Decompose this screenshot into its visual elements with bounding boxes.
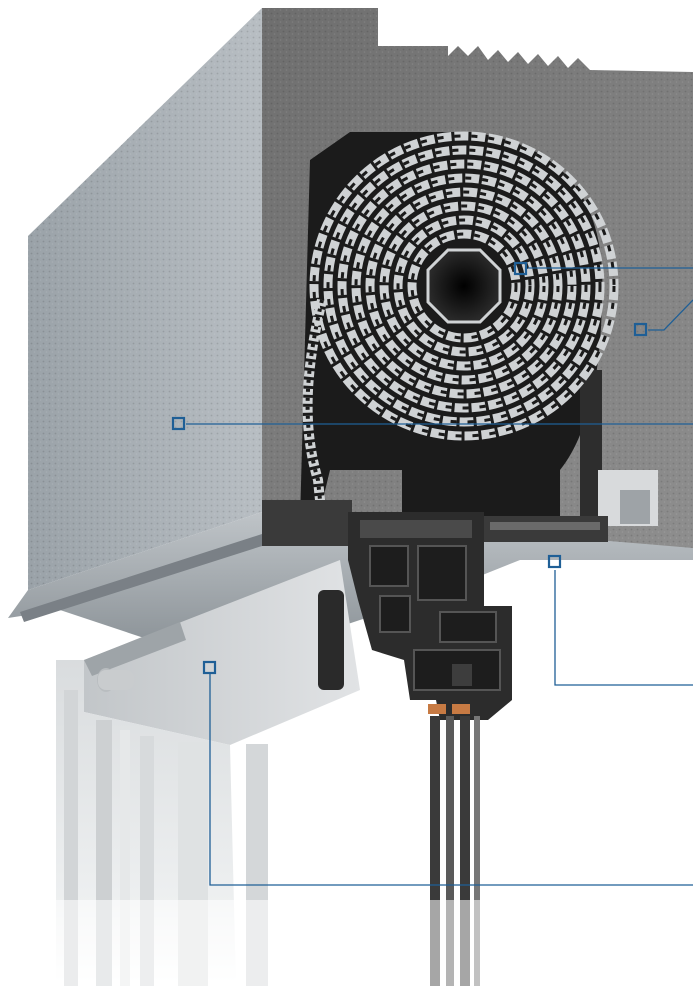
slat-ring-detail	[382, 204, 546, 368]
slat-ring-detail	[326, 148, 602, 424]
curtain-descent	[302, 298, 335, 601]
callout-markers	[171, 261, 648, 675]
square-marker-icon[interactable]	[633, 322, 648, 337]
side-foam-panel	[28, 8, 262, 590]
slat-ring-detail	[354, 176, 574, 396]
octagonal-shaft	[426, 248, 502, 324]
slat-ring-detail	[340, 162, 588, 410]
slat-ring-detail	[312, 134, 616, 438]
callout-line-insulation-block	[648, 299, 693, 331]
shutter-housing-cover	[84, 560, 360, 745]
slat-ring-detail	[368, 190, 560, 382]
square-marker-icon[interactable]	[171, 416, 186, 431]
square-marker-icon[interactable]	[202, 660, 217, 675]
callout-lines	[186, 267, 693, 886]
slat-ring-detail	[410, 232, 518, 340]
square-marker-icon[interactable]	[513, 261, 528, 276]
window-profile	[348, 512, 512, 720]
window-frame	[40, 660, 520, 986]
slat-roll	[309, 131, 619, 441]
slat-ring-detail	[396, 218, 532, 354]
callout-line-window-frame	[209, 672, 693, 886]
square-marker-icon[interactable]	[547, 554, 562, 569]
callout-line-bottom-plate	[554, 570, 693, 686]
bottom-plate	[8, 500, 693, 640]
